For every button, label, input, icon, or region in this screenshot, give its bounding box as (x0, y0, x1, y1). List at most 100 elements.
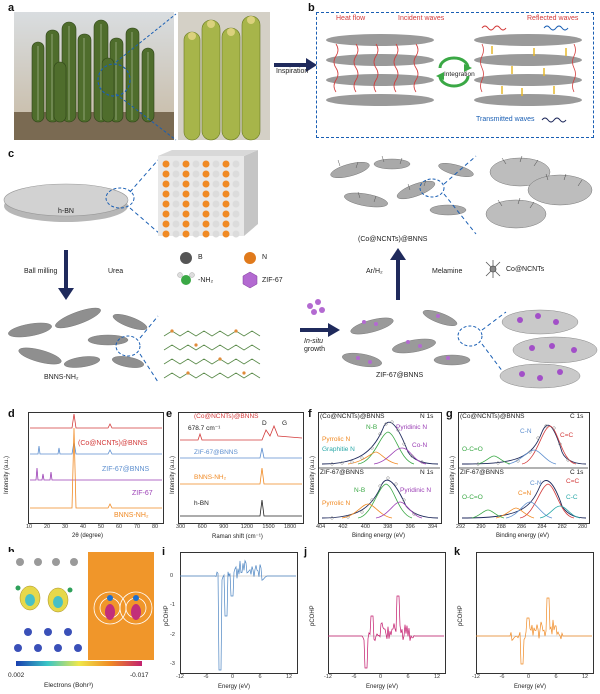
xps-n-bot-title: ZIF-67@BNNS (320, 469, 364, 476)
pcohp-k-plot (476, 597, 592, 665)
pcohp-i-xlabel: Energy (eV) (218, 684, 251, 690)
panel-label-g: g (446, 408, 453, 420)
xrd-x-tick: 60 (116, 524, 123, 530)
xps-c-x-tick: 282 (557, 524, 567, 530)
right-layer-stack (474, 34, 582, 106)
growth-label: growth (304, 346, 326, 353)
in-situ-arrow (300, 323, 340, 337)
pcohp-j-x-tick: -12 (324, 674, 332, 680)
xrd-x-tick: 70 (134, 524, 141, 530)
pcohp-j-x-tick: -6 (351, 674, 357, 680)
xps-c1s-plot (458, 424, 588, 519)
xps-n-bot-line: N 1s (420, 469, 434, 476)
xrd-x-tick: 40 (80, 524, 87, 530)
xps-c-top-cn: C-N (520, 428, 532, 435)
xps-c-bot-ccs: C-C (566, 494, 578, 501)
xps-c-xlabel: Binding energy (eV) (496, 533, 550, 539)
pcohp-k-ylabel: pCOHP (458, 605, 464, 626)
xps-c-x-tick: 284 (537, 524, 547, 530)
xps-c-top-title: (Co@NCNTs)@BNNS (460, 413, 525, 420)
pcohp-i-x-tick: -12 (176, 674, 184, 680)
transmitted-waves-label: Transmitted waves (476, 116, 535, 123)
xrd-x-tick: 50 (98, 524, 105, 530)
in-situ-label: In-situ (304, 338, 324, 345)
pcohp-i-y-tick: -1 (170, 602, 175, 609)
pcohp-i-y-tick: 0 (170, 573, 174, 579)
ar-h2-label: Ar/H₂ (366, 268, 383, 275)
cactus-photo-zoom (178, 12, 270, 141)
raman-ylabel: Intensity (a.u.) (170, 455, 176, 494)
colorbar-min: 0.002 (8, 672, 25, 679)
integration-label: Integration (444, 71, 475, 78)
pcohp-k-x-tick: 12 (582, 674, 589, 680)
raman-label-zif-bnns: ZIF-67@BNNS (194, 449, 238, 456)
bnns-nh2-network (163, 330, 261, 379)
raman-curve-hbn (180, 499, 302, 517)
xps-c-top-line: C 1s (570, 413, 584, 420)
panel-label-b: b (308, 2, 315, 14)
product-zoom-discs (485, 155, 593, 229)
xrd-label-zif-bnns: ZIF-67@BNNS (102, 466, 150, 473)
raman-x-tick: 1500 (262, 524, 275, 530)
xrd-ylabel: Intensity (a.u.) (4, 455, 10, 494)
xps-n-top-line: N 1s (420, 413, 434, 420)
zif67-legend-icon (242, 271, 258, 289)
xrd-curve-zif-bnns (30, 441, 162, 455)
xps-c-ylabel: Intensity (a.u.) (450, 455, 456, 494)
raman-label-hbn: h-BN (194, 500, 209, 507)
raman-d-band: D (262, 420, 267, 427)
pcohp-i-curve (180, 559, 296, 671)
inspiration-arrow (274, 58, 317, 72)
left-layer-stack (326, 34, 434, 106)
xps-c-x-tick: 290 (476, 524, 486, 530)
raman-label-bnns-nh2: BNNS-NH₂ (194, 474, 227, 481)
legend-zif-label: ZIF-67 (262, 277, 283, 284)
pcohp-j-x-tick: 6 (406, 674, 410, 680)
co-ncnts-label: Co@NCNTs (506, 266, 545, 273)
pcohp-i-plot (180, 559, 296, 671)
zoom-dash-lines-a (115, 13, 177, 141)
xrd-label-product: (Co@NCNTs)@BNNS (78, 440, 148, 447)
raman-x-tick: 600 (197, 524, 207, 530)
xrd-curve-zif67 (30, 467, 162, 481)
synthesis-scheme (3, 150, 598, 389)
co-ncnts-icon (485, 260, 501, 278)
bnns-flakes (8, 307, 148, 368)
raman-x-tick: 300 (176, 524, 186, 530)
xps-n-x-tick: 404 (316, 524, 326, 530)
layered-structure-diagram (326, 25, 582, 123)
xrd-x-tick: 80 (152, 524, 159, 530)
xps-n-top-pyrrolic: Pyrrolic N (322, 436, 351, 443)
pcohp-j-curve (328, 595, 444, 669)
integration-cycle-icon (436, 56, 472, 88)
pcohp-k-box (476, 552, 594, 674)
raman-peak-label: 678.7 cm⁻¹ (188, 425, 221, 432)
raman-curve-bnns-nh2 (180, 467, 302, 485)
incident-waves-label: Incident waves (398, 15, 445, 22)
colorbar-max: -0.017 (130, 672, 149, 679)
heat-flow-label: Heat flow (336, 15, 366, 22)
xps-n1s-plot (318, 420, 440, 520)
xps-c-x-tick: 288 (496, 524, 506, 530)
raman-x-tick: 1800 (284, 524, 297, 530)
xps-c-top-ococ: O-C=O (462, 446, 483, 453)
xrd-curve-product (30, 413, 162, 429)
zif-bnns-zoom-discs (499, 309, 598, 389)
xrd-xlabel: 2θ (degree) (72, 533, 104, 539)
xps-n-x-tick: 402 (338, 524, 348, 530)
xps-n-x-tick: 398 (383, 524, 393, 530)
raman-g-band: G (282, 420, 288, 427)
raman-label-product: (Co@NCNTs)@BNNS (194, 413, 259, 420)
xps-c-bot-line: C 1s (570, 469, 584, 476)
xps-c-bot-ococ: O-C=O (462, 494, 483, 501)
xps-n-ylabel: Intensity (a.u.) (310, 455, 316, 494)
panel-label-j: j (304, 546, 308, 558)
pcohp-j-ylabel: pCOHP (310, 605, 316, 626)
xps-c-x-tick: 292 (456, 524, 466, 530)
xps-n-bot-pyrrolic: Pyrrolic N (322, 500, 351, 507)
xrd-x-tick: 20 (44, 524, 51, 530)
raman-plot-box (178, 412, 304, 524)
raman-curve-zif-bnns (180, 447, 302, 459)
xps-n-top-graphitic: Graphitie N (322, 446, 355, 453)
pcohp-k-x-tick: -6 (499, 674, 505, 680)
